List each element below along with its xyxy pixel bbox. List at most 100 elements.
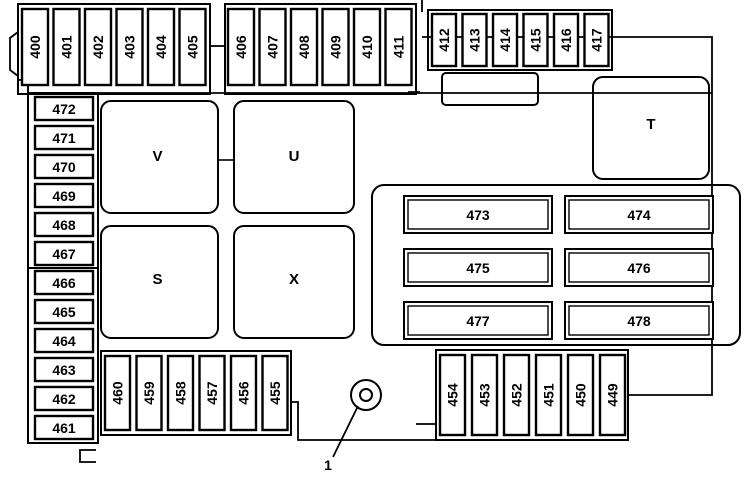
relay-label: X (289, 271, 299, 288)
fuse-label: 460 (110, 381, 126, 405)
fuse-label: 402 (90, 35, 106, 59)
fuse-label: 409 (328, 35, 344, 59)
fuse-block-frame (17, 3, 211, 95)
fuse-label: 474 (627, 207, 651, 223)
fuse-label: 476 (627, 260, 651, 276)
fuse-450 (566, 353, 595, 437)
relay-X (233, 225, 355, 339)
fuse-463 (33, 356, 95, 383)
callout-label: 1 (324, 457, 332, 473)
fuse-inner (568, 252, 710, 283)
fuse-label: 461 (52, 420, 76, 436)
fuse-455 (261, 354, 289, 432)
fuse-406 (226, 7, 256, 87)
fuse-label: 451 (541, 383, 557, 407)
fuse-label: 407 (265, 35, 281, 59)
fuse-label: 465 (52, 304, 76, 320)
fuse-409 (321, 7, 350, 87)
relay-label: S (152, 271, 162, 288)
fuse-451 (534, 353, 563, 437)
fuse-label: 454 (445, 383, 461, 407)
fuse-413 (461, 12, 488, 68)
fuse-454 (438, 353, 467, 437)
fuse-460 (103, 354, 132, 432)
fuse-label: 470 (52, 159, 76, 175)
fuse-411 (384, 7, 413, 87)
fuse-block-frame (224, 3, 417, 95)
fuse-label: 401 (59, 35, 75, 59)
fuse-label: 414 (497, 28, 513, 52)
fuse-465 (33, 298, 95, 325)
fuse-405 (178, 7, 207, 87)
fuse-label: 462 (52, 391, 76, 407)
fuse-label: 408 (296, 35, 312, 59)
fuse-inner (568, 305, 710, 336)
fuse-label: 404 (153, 35, 169, 59)
fuse-416 (552, 12, 580, 68)
fuse-408 (289, 7, 319, 87)
fuse-label: 459 (141, 381, 157, 405)
fuse-414 (491, 12, 519, 68)
fuse-label: 456 (236, 381, 252, 405)
bolt-icon (350, 379, 382, 411)
fuse-402 (83, 7, 113, 87)
fuse-label: 471 (52, 130, 76, 146)
fuse-478 (564, 301, 714, 340)
fuse-inner (568, 199, 710, 230)
fuse-label: 478 (627, 313, 651, 329)
relay-label: U (289, 148, 300, 165)
fuse-459 (135, 354, 163, 432)
relay-S (100, 225, 219, 339)
fuse-467 (33, 240, 95, 267)
fuse-inner (407, 252, 549, 283)
fuse-block-frame (100, 350, 292, 436)
fuse-475 (403, 248, 553, 287)
fuse-469 (33, 182, 95, 209)
fuse-468 (33, 211, 95, 238)
callout-leader (332, 405, 359, 458)
fuse-label: 477 (466, 313, 490, 329)
fuse-label: 449 (605, 383, 621, 407)
fuse-label: 450 (573, 383, 589, 407)
fuse-block-frame (427, 9, 613, 71)
fuse-477 (403, 301, 553, 340)
large-fuse-frame (371, 184, 741, 346)
fuse-474 (564, 195, 714, 234)
fuse-407 (258, 7, 287, 87)
fuse-label: 406 (233, 35, 249, 59)
fuse-label: 417 (589, 28, 605, 52)
fuse-label: 411 (391, 35, 407, 58)
fuse-457 (198, 354, 226, 432)
fuse-458 (166, 354, 195, 432)
fuse-label: 457 (204, 381, 220, 405)
fuse-inner (407, 199, 549, 230)
fuse-label: 469 (52, 188, 76, 204)
fuse-label: 464 (52, 333, 76, 349)
fuse-471 (33, 124, 95, 151)
fuse-403 (115, 7, 144, 87)
fuse-453 (470, 353, 499, 437)
fuse-label: 453 (477, 383, 493, 407)
fuse-label: 403 (122, 35, 138, 59)
fuse-462 (33, 385, 95, 412)
fuse-label: 416 (558, 28, 574, 52)
fuse-449 (598, 353, 627, 437)
fuse-inner (407, 305, 549, 336)
fuse-label: 410 (359, 35, 375, 59)
fuse-label: 415 (528, 28, 544, 52)
fuse-label: 452 (509, 383, 525, 407)
fuse-476 (564, 248, 714, 287)
fuse-456 (229, 354, 258, 432)
fuse-464 (33, 327, 95, 354)
fuse-label: 413 (467, 28, 483, 52)
fuse-452 (502, 353, 531, 437)
fuse-412 (430, 12, 458, 68)
fuse-label: 473 (466, 207, 490, 223)
fuse-label: 455 (267, 381, 283, 405)
